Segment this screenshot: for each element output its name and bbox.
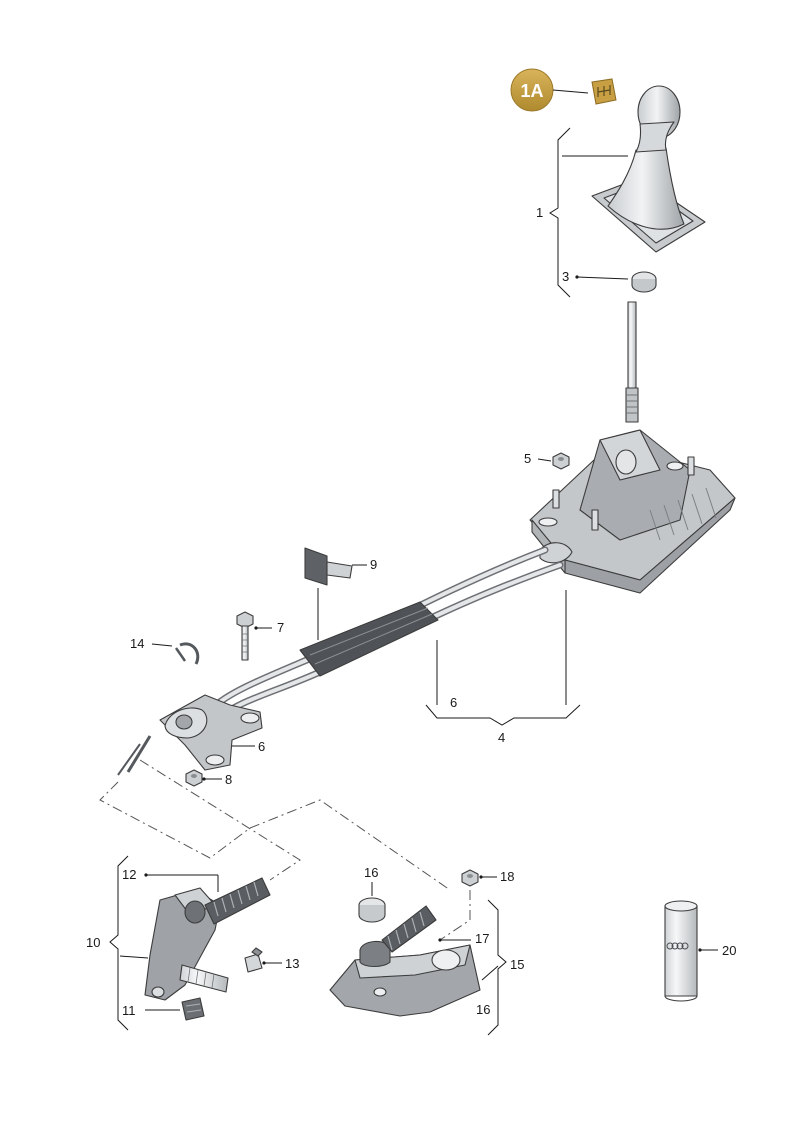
- leader-dot-7: [254, 626, 258, 630]
- label-part-1: 1: [536, 205, 543, 220]
- label-part-5: 5: [524, 451, 531, 466]
- pivot: [615, 449, 637, 475]
- label-part-4: 4: [498, 730, 505, 745]
- label-part-12: 12: [122, 867, 136, 882]
- cable-bracket-9[interactable]: [304, 547, 353, 586]
- four-rings-logo-icon: [666, 942, 689, 950]
- shift-rod[interactable]: [625, 301, 639, 423]
- stud-3: [687, 456, 695, 476]
- leader-dot-13: [262, 961, 266, 965]
- gear-knob-boot[interactable]: [591, 85, 706, 253]
- boot: [607, 147, 685, 230]
- connector-line-1: [99, 781, 251, 859]
- leader-15: [481, 965, 499, 981]
- cable-end[interactable]: [117, 735, 152, 776]
- stud-1: [552, 489, 560, 509]
- leader-dot-8: [202, 777, 206, 781]
- bolt-7[interactable]: [236, 611, 254, 661]
- label-part-3: 3: [562, 269, 569, 284]
- badge-text: 1A: [520, 81, 543, 101]
- label-part-17: 17: [475, 931, 489, 946]
- leader-dot-17: [438, 938, 442, 942]
- cable-socket: [539, 542, 573, 564]
- label-part-6b: 6: [258, 739, 265, 754]
- label-part-16b: 16: [476, 1002, 490, 1017]
- nut-18[interactable]: [461, 869, 479, 887]
- label-part-18: 18: [500, 869, 514, 884]
- knob-neck: [635, 121, 675, 153]
- nut-5[interactable]: [552, 452, 570, 470]
- cable-support-bracket[interactable]: [159, 694, 263, 771]
- leader-dot-3: [575, 275, 579, 279]
- cap-16[interactable]: [358, 897, 386, 923]
- label-part-15: 15: [510, 957, 524, 972]
- leader-dot-20: [698, 948, 702, 952]
- stud-2: [591, 509, 599, 531]
- shift-cables[interactable]: [209, 546, 564, 724]
- leader-1a: [552, 89, 589, 94]
- label-part-10: 10: [86, 935, 100, 950]
- shift-lever-housing[interactable]: [529, 429, 736, 594]
- cable-clip-sleeve: [299, 601, 439, 677]
- label-part-6a: 6: [450, 695, 457, 710]
- leader-dot-12: [144, 873, 148, 877]
- gear-shift-pattern-icon: [591, 78, 617, 105]
- bracket-10: [109, 855, 129, 1031]
- nut-8[interactable]: [185, 769, 203, 787]
- label-part-8: 8: [225, 772, 232, 787]
- retainer-11[interactable]: [181, 997, 205, 1021]
- bracket-4: [425, 704, 581, 726]
- label-part-7: 7: [277, 620, 284, 635]
- selector-lever-assembly[interactable]: [144, 877, 271, 1001]
- connector-line-3: [249, 799, 451, 891]
- leader-5: [537, 458, 552, 462]
- leader-3: [576, 276, 629, 280]
- bushing-13[interactable]: [244, 947, 263, 973]
- connector-line-2: [139, 759, 301, 881]
- leader-14: [151, 643, 173, 647]
- label-part-20: 20: [722, 943, 736, 958]
- leader-dot-18: [479, 875, 483, 879]
- label-part-13: 13: [285, 956, 299, 971]
- connector-line-4: [439, 890, 471, 941]
- relay-lever-bracket[interactable]: [329, 905, 481, 1017]
- badge-1a[interactable]: 1A: [510, 68, 554, 112]
- retaining-clip-14[interactable]: [174, 642, 200, 665]
- label-part-14: 14: [130, 636, 144, 651]
- clamp-ring[interactable]: [631, 271, 657, 293]
- label-part-9: 9: [370, 557, 377, 572]
- leader-10: [119, 955, 149, 959]
- bracket-1: [549, 127, 571, 298]
- label-part-11: 11: [122, 1003, 136, 1018]
- grease-tube[interactable]: [664, 900, 698, 1002]
- label-part-16a: 16: [364, 865, 378, 880]
- bracket-15: [487, 899, 507, 1036]
